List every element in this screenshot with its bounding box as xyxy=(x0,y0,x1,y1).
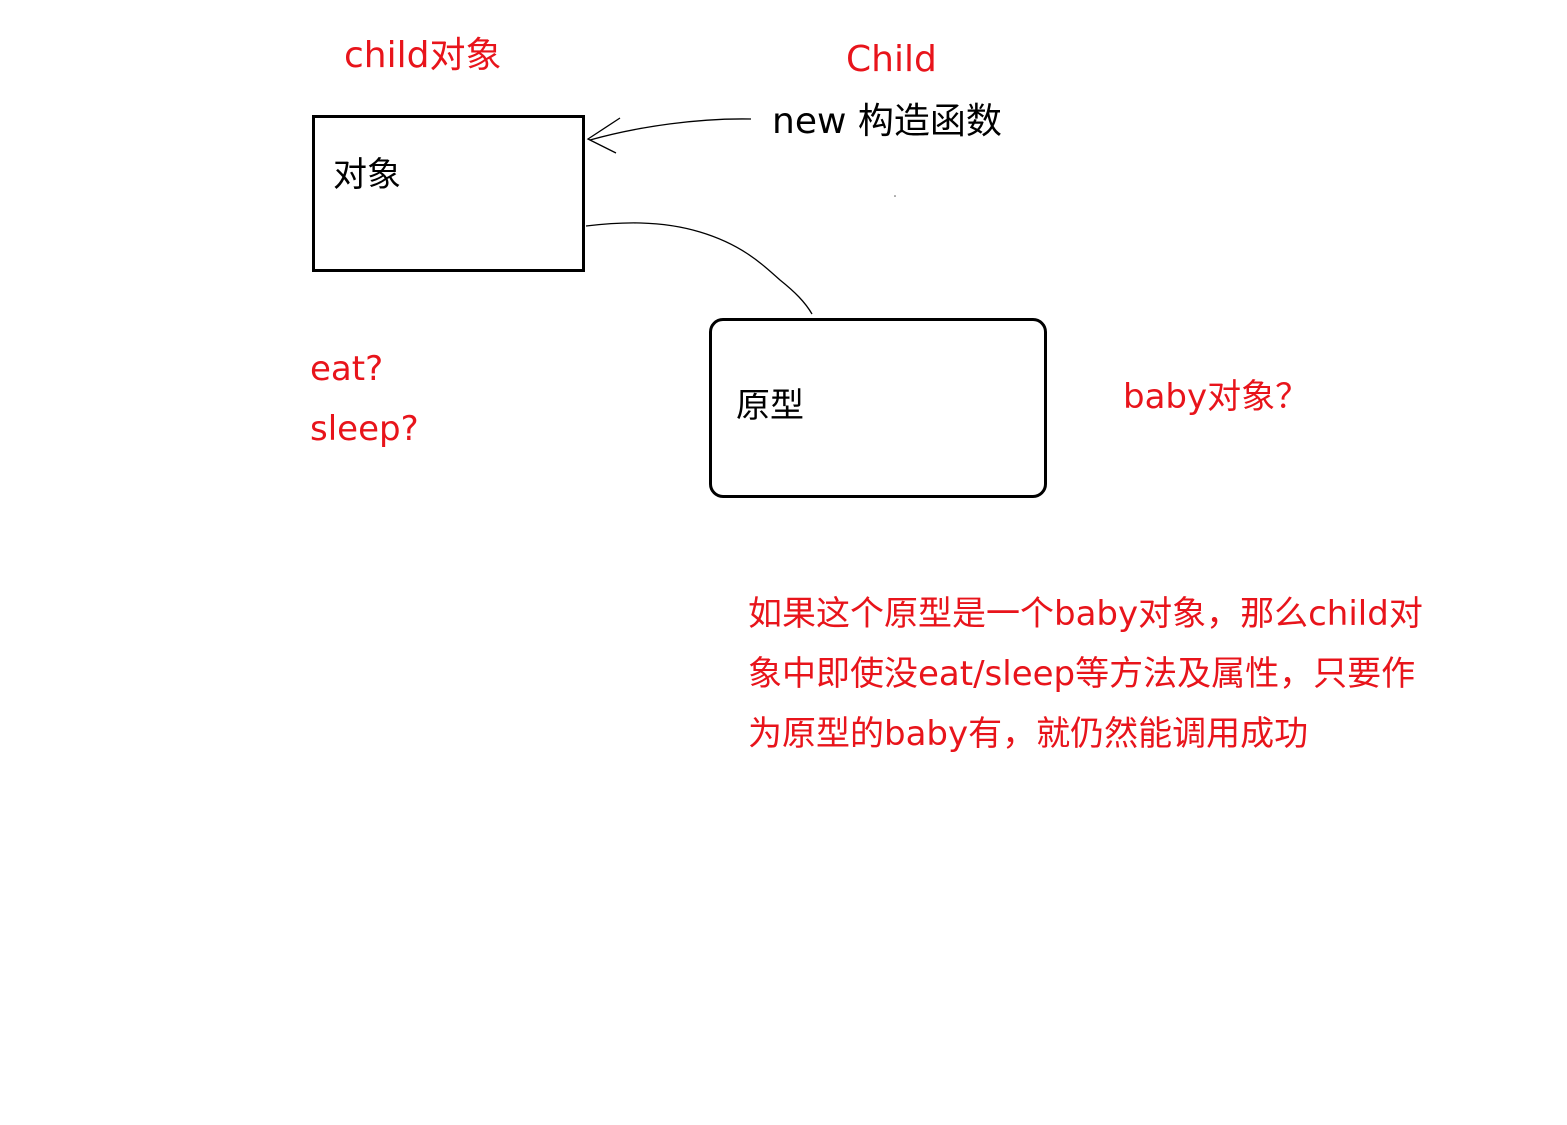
stray-dot xyxy=(894,195,896,197)
constructor-title: Child xyxy=(846,39,937,80)
child-object-title: child对象 xyxy=(344,35,502,76)
explanation-text: 如果这个原型是一个baby对象，那么child对象中即使没eat/sleep等方… xyxy=(748,594,1423,754)
prototype-box: 原型 xyxy=(709,318,1047,498)
prototype-link-line xyxy=(585,222,813,315)
prototype-box-label: 原型 xyxy=(736,386,804,426)
child-object-box-label: 对象 xyxy=(333,155,401,195)
sleep-question: sleep? xyxy=(310,409,419,449)
child-object-box: 对象 xyxy=(312,115,585,272)
constructor-subtitle: new 构造函数 xyxy=(772,101,1002,142)
eat-question: eat? xyxy=(310,349,384,389)
constructor-arrow-line xyxy=(589,118,752,141)
prototype-side-label: baby对象？ xyxy=(1123,377,1310,417)
constructor-arrow-head-icon xyxy=(586,117,621,154)
